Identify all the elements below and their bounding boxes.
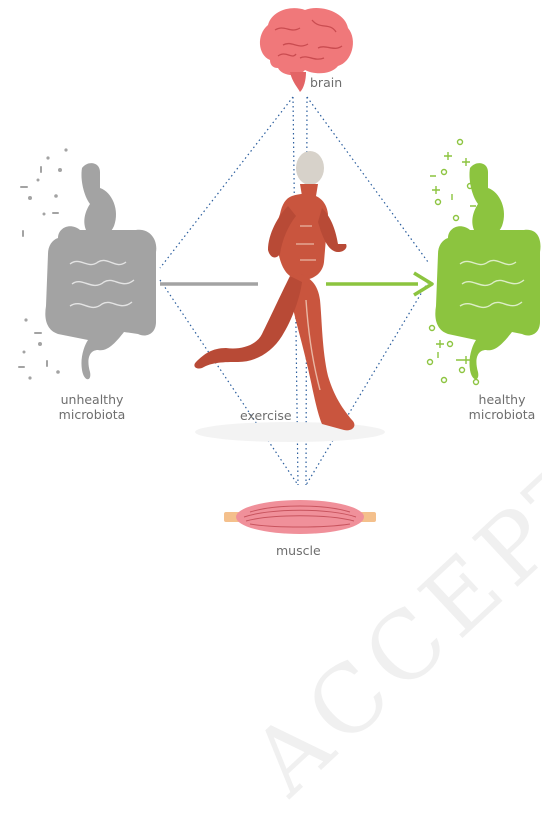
unhealthy-label-line2: microbiota	[52, 407, 132, 422]
running-human-anatomy-icon	[194, 151, 385, 442]
runner-shadow	[195, 422, 385, 442]
healthy-label: healthy microbiota	[462, 392, 542, 422]
muscle-fiber-icon	[224, 500, 376, 534]
diagram-canvas	[0, 0, 542, 560]
unhealthy-label-line1: unhealthy	[52, 392, 132, 407]
healthy-label-line2: microbiota	[462, 407, 542, 422]
right-arrow-icon	[326, 273, 432, 295]
brain-label: brain	[310, 75, 342, 90]
unhealthy-label: unhealthy microbiota	[52, 392, 132, 422]
muscle-label: muscle	[276, 543, 321, 558]
unhealthy-gut-icon	[45, 163, 156, 379]
exercise-label: exercise	[240, 408, 292, 423]
healthy-label-line1: healthy	[462, 392, 542, 407]
